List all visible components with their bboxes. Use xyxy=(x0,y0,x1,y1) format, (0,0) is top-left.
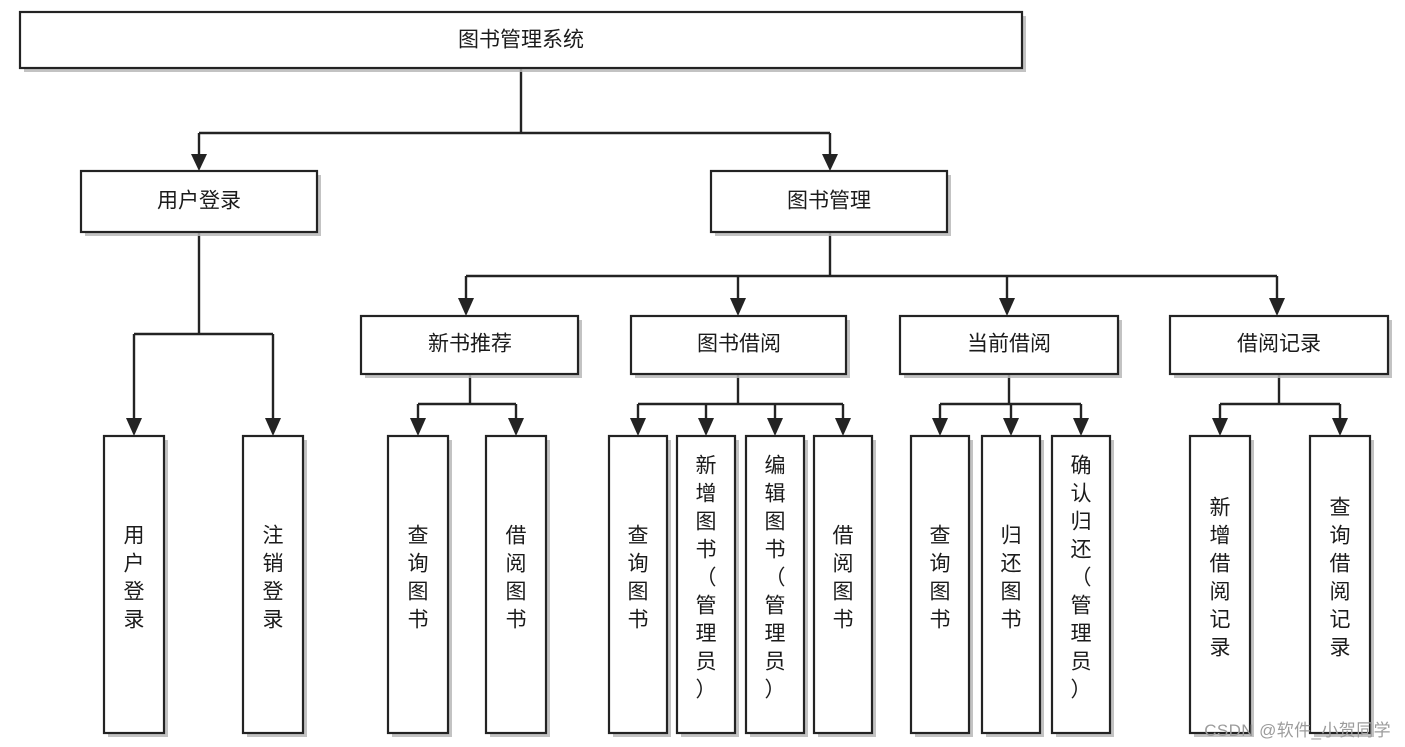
node-leaf-add-book-admin[interactable]: 新增图书（管理员） xyxy=(675,434,739,737)
node-leaf-confirm-return-admin-box xyxy=(1050,434,1112,735)
node-user-login[interactable]: 用户登录 xyxy=(79,169,321,236)
node-user-login-box xyxy=(79,169,319,234)
node-new-book-recommend[interactable]: 新书推荐 xyxy=(359,314,582,378)
node-leaf-user-login-box xyxy=(102,434,166,735)
arrow-leaf-add-borrow-record xyxy=(1212,418,1228,436)
arrow-leaf-user-login xyxy=(126,418,142,436)
node-leaf-query-borrow-record[interactable]: 查询借阅记录 xyxy=(1308,434,1374,737)
node-leaf-borrow-book[interactable]: 借阅图书 xyxy=(812,434,876,737)
node-current-borrow-label: 当前借阅 xyxy=(967,333,1051,356)
edges-layer xyxy=(126,68,1348,436)
arrow-leaf-edit-book-admin xyxy=(767,418,783,436)
node-leaf-user-login-label: 用户登录 xyxy=(124,525,145,632)
node-leaf-query-book-rec-box xyxy=(386,434,450,735)
node-leaf-borrow-book-rec-label: 借阅图书 xyxy=(506,525,527,632)
node-leaf-return-book-box xyxy=(980,434,1042,735)
node-leaf-add-book-admin-label: 新增图书（管理员） xyxy=(696,455,717,702)
node-leaf-query-book-borrow[interactable]: 查询图书 xyxy=(607,434,671,737)
node-leaf-edit-book-admin[interactable]: 编辑图书（管理员） xyxy=(744,434,808,737)
node-leaf-query-book-rec[interactable]: 查询图书 xyxy=(386,434,452,737)
arrow-leaf-add-book-admin xyxy=(698,418,714,436)
node-leaf-logout-box xyxy=(241,434,305,735)
node-new-book-recommend-box xyxy=(359,314,580,376)
arrow-leaf-query-book-borrow xyxy=(630,418,646,436)
node-leaf-borrow-book-rec[interactable]: 借阅图书 xyxy=(484,434,550,737)
node-leaf-borrow-book-rec-box xyxy=(484,434,548,735)
node-leaf-add-book-admin-box xyxy=(675,434,737,735)
arrow-leaf-borrow-book xyxy=(835,418,851,436)
node-leaf-add-borrow-record-label: 新增借阅记录 xyxy=(1210,497,1231,660)
node-leaf-query-book-borrow-label: 查询图书 xyxy=(628,525,649,632)
node-leaf-edit-book-admin-label: 编辑图书（管理员） xyxy=(765,455,786,702)
node-leaf-return-book[interactable]: 归还图书 xyxy=(980,434,1044,737)
node-leaf-query-borrow-record-box xyxy=(1308,434,1372,735)
node-leaf-confirm-return-admin-label: 确认归还（管理员） xyxy=(1071,455,1092,702)
node-current-borrow-box xyxy=(898,314,1120,376)
node-leaf-return-book-label: 归还图书 xyxy=(1001,525,1022,632)
arrow-leaf-logout xyxy=(265,418,281,436)
arrow-leaf-return-book xyxy=(1003,418,1019,436)
node-leaf-borrow-book-box xyxy=(812,434,874,735)
node-book-borrow[interactable]: 图书借阅 xyxy=(629,314,850,378)
arrow-book-borrow xyxy=(730,298,746,316)
arrow-leaf-confirm-return-admin xyxy=(1073,418,1089,436)
node-root-label: 图书管理系统 xyxy=(458,29,584,52)
arrow-leaf-query-borrow-record xyxy=(1332,418,1348,436)
node-leaf-logout[interactable]: 注销登录 xyxy=(241,434,307,737)
arrow-leaf-borrow-book-rec xyxy=(508,418,524,436)
node-borrow-record-box xyxy=(1168,314,1390,376)
arrow-leaf-query-book-cur xyxy=(932,418,948,436)
node-book-borrow-label: 图书借阅 xyxy=(697,333,781,356)
node-user-login-label: 用户登录 xyxy=(157,190,241,213)
leaf-nodes-layer: 用户登录 注销登录 查询图书 借阅图书 查询图书 新增图书（管理员） 编辑图书（管理员） 借阅… xyxy=(102,434,1374,737)
node-leaf-query-borrow-record-label: 查询借阅记录 xyxy=(1330,497,1351,660)
node-book-borrow-box xyxy=(629,314,848,376)
arrow-new-book-recommend xyxy=(458,298,474,316)
node-book-manage[interactable]: 图书管理 xyxy=(709,169,951,236)
node-leaf-borrow-book-label: 借阅图书 xyxy=(833,525,854,632)
node-leaf-add-borrow-record-box xyxy=(1188,434,1252,735)
node-current-borrow[interactable]: 当前借阅 xyxy=(898,314,1122,378)
node-leaf-add-borrow-record[interactable]: 新增借阅记录 xyxy=(1188,434,1254,737)
node-root-box xyxy=(18,10,1024,70)
node-root[interactable]: 图书管理系统 xyxy=(18,10,1026,72)
node-book-manage-label: 图书管理 xyxy=(787,190,871,213)
node-leaf-query-book-cur-label: 查询图书 xyxy=(930,525,951,632)
node-leaf-query-book-borrow-box xyxy=(607,434,669,735)
node-leaf-query-book-cur-box xyxy=(909,434,971,735)
node-leaf-query-book-rec-label: 查询图书 xyxy=(408,525,429,632)
node-leaf-edit-book-admin-box xyxy=(744,434,806,735)
arrow-to-user-login xyxy=(191,154,207,171)
arrow-current-borrow xyxy=(999,298,1015,316)
arrow-leaf-query-book-rec xyxy=(410,418,426,436)
node-new-book-recommend-label: 新书推荐 xyxy=(428,333,512,356)
node-leaf-query-book-cur[interactable]: 查询图书 xyxy=(909,434,973,737)
node-borrow-record-label: 借阅记录 xyxy=(1237,333,1321,356)
arrow-borrow-record xyxy=(1269,298,1285,316)
node-borrow-record[interactable]: 借阅记录 xyxy=(1168,314,1392,378)
node-leaf-confirm-return-admin[interactable]: 确认归还（管理员） xyxy=(1050,434,1114,737)
node-book-manage-box xyxy=(709,169,949,234)
arrow-to-book-manage xyxy=(822,154,838,171)
node-leaf-user-login[interactable]: 用户登录 xyxy=(102,434,168,737)
node-leaf-logout-label: 注销登录 xyxy=(263,525,284,632)
